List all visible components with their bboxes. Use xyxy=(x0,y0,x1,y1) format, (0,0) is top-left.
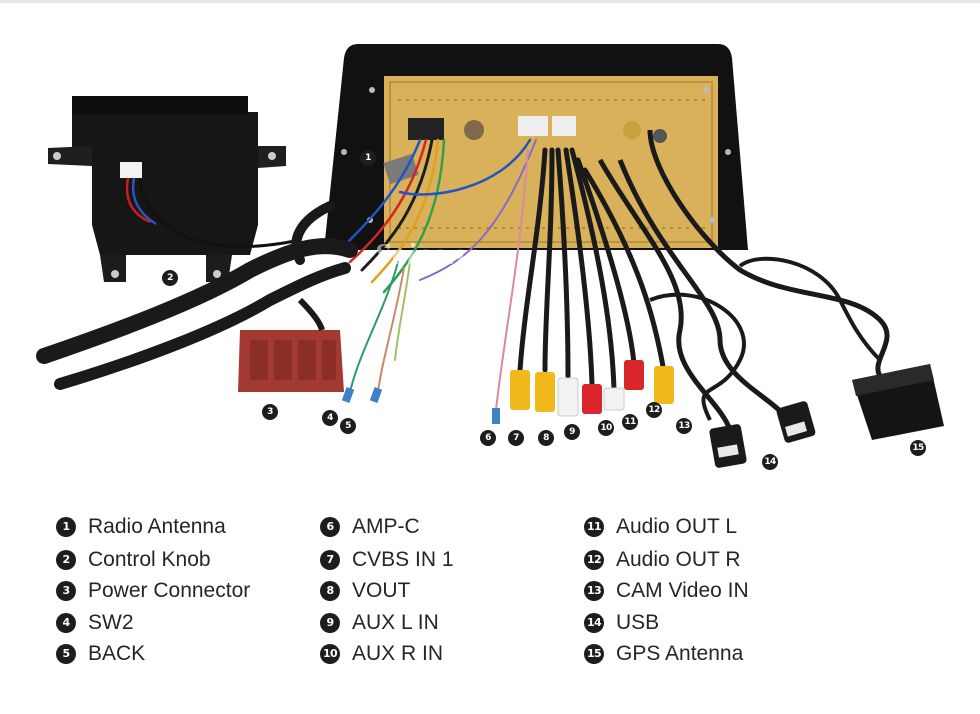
callout-2: 2 xyxy=(162,270,178,286)
legend-label: Control Knob xyxy=(88,548,211,571)
legend-number: 2 xyxy=(56,550,76,570)
head-unit xyxy=(324,44,748,250)
legend-number: 4 xyxy=(56,613,76,633)
rca-plugs xyxy=(492,360,674,424)
harness-wires xyxy=(338,138,537,393)
callout-13: 13 xyxy=(676,418,692,434)
legend-number: 1 xyxy=(56,517,76,537)
callout-11: 11 xyxy=(622,414,638,430)
callout-9: 9 xyxy=(564,424,580,440)
legend-item: 3 Power Connector xyxy=(56,579,250,603)
legend-number: 9 xyxy=(320,613,340,633)
legend-item: 4 SW2 xyxy=(56,611,134,635)
legend-item: 13 CAM Video IN xyxy=(584,579,749,603)
legend-number: 8 xyxy=(320,581,340,601)
rca-bundle xyxy=(495,147,667,411)
legend-item: 7 CVBS IN 1 xyxy=(320,548,454,572)
legend-label: Radio Antenna xyxy=(88,515,226,538)
wiring-photo xyxy=(36,44,944,468)
legend-label: CAM Video IN xyxy=(616,579,749,602)
watermark: Seicane xyxy=(374,236,481,271)
callout-14: 14 xyxy=(762,454,778,470)
callout-12: 12 xyxy=(646,402,662,418)
legend-number: 7 xyxy=(320,550,340,570)
legend-number: 5 xyxy=(56,644,76,664)
legend-label: SW2 xyxy=(88,611,134,634)
legend-item: 12 Audio OUT R xyxy=(584,548,741,572)
callout-6: 6 xyxy=(480,430,496,446)
legend-item: 6 AMP-C xyxy=(320,515,420,539)
legend-label: USB xyxy=(616,611,660,634)
legend-number: 13 xyxy=(584,581,604,601)
legend-number: 6 xyxy=(320,517,340,537)
callout-10: 10 xyxy=(598,420,614,436)
legend-number: 12 xyxy=(584,550,604,570)
legend-item: 15 GPS Antenna xyxy=(584,642,743,666)
legend-item: 1 Radio Antenna xyxy=(56,515,226,539)
legend-number: 3 xyxy=(56,581,76,601)
gps-antenna xyxy=(647,129,944,440)
callout-3: 3 xyxy=(262,404,278,420)
legend-label: GPS Antenna xyxy=(616,642,744,665)
top-divider xyxy=(0,0,980,3)
callout-4: 4 xyxy=(322,410,338,426)
legend-number: 11 xyxy=(584,517,604,537)
legend-item: 5 BACK xyxy=(56,642,145,666)
control-knob-module xyxy=(48,96,301,282)
loom-cable xyxy=(36,201,358,390)
legend-label: Power Connector xyxy=(88,579,251,602)
legend-number: 10 xyxy=(320,644,340,664)
power-connector xyxy=(238,297,344,392)
callout-15: 15 xyxy=(910,440,926,456)
legend-item: 14 USB xyxy=(584,611,659,635)
legend-item: 2 Control Knob xyxy=(56,548,211,572)
callout-7: 7 xyxy=(508,430,524,446)
legend-item: 10 AUX R IN xyxy=(320,642,443,666)
legend-label: AMP-C xyxy=(352,515,420,538)
legend-item: 11 Audio OUT L xyxy=(584,515,737,539)
legend-label: Audio OUT R xyxy=(616,548,741,571)
callout-8: 8 xyxy=(538,430,554,446)
usb-cables xyxy=(597,158,816,468)
legend-label: CVBS IN 1 xyxy=(352,548,454,571)
legend-item: 8 VOUT xyxy=(320,579,410,603)
legend-number: 14 xyxy=(584,613,604,633)
callout-5: 5 xyxy=(340,418,356,434)
legend-item: 9 AUX L IN xyxy=(320,611,439,635)
callout-1: 1 xyxy=(360,150,376,166)
legend-label: Audio OUT L xyxy=(616,515,738,538)
legend-number: 15 xyxy=(584,644,604,664)
sw2-back-wire-ends xyxy=(341,387,383,403)
legend-label: VOUT xyxy=(352,579,411,602)
legend-label: AUX R IN xyxy=(352,642,444,665)
legend-label: BACK xyxy=(88,642,146,665)
legend-label: AUX L IN xyxy=(352,611,439,634)
